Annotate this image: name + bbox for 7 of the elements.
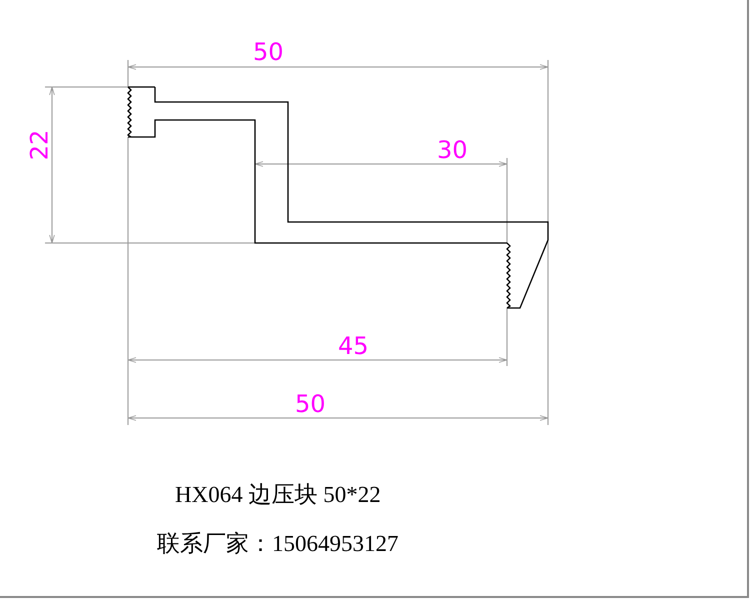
part-title: HX064 边压块 50*22	[175, 483, 381, 506]
dimension-label: 45	[338, 334, 369, 358]
dimension-label: 22	[27, 130, 52, 160]
dimension-label: 50	[295, 392, 326, 416]
dimension-label: 30	[437, 138, 468, 162]
dimension-label: 50	[253, 40, 284, 64]
contact-note: 联系厂家：15064953127	[157, 532, 398, 555]
